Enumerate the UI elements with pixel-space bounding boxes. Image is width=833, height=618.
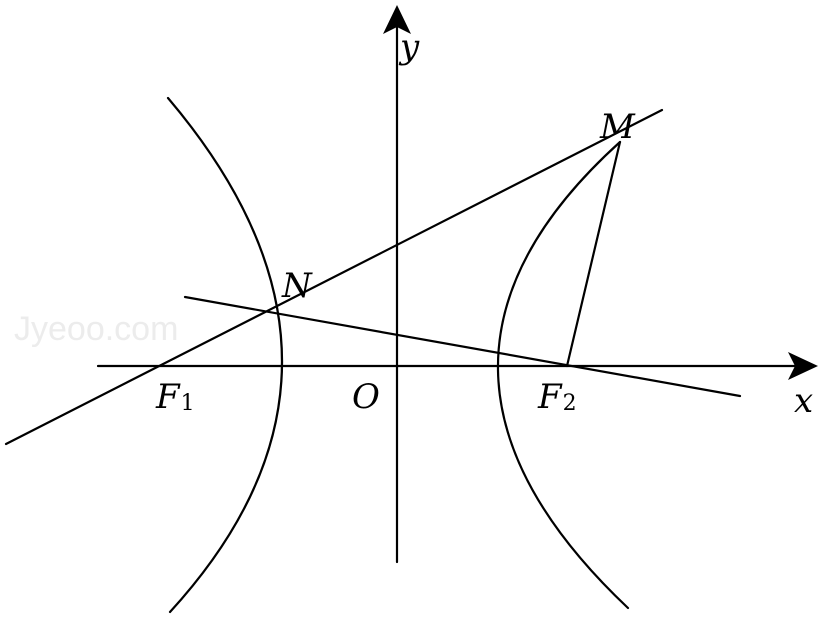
point-f1-subscript: 1	[181, 391, 195, 416]
y-axis-arrow-icon	[383, 5, 411, 34]
point-n-label: N	[281, 266, 313, 306]
origin-label: O	[352, 377, 380, 417]
hyperbola-left-branch	[166, 96, 284, 614]
line-n-f2	[183, 295, 742, 398]
x-axis-arrow-icon	[788, 352, 818, 380]
point-f2-label: F2	[537, 377, 577, 417]
y-axis-label: y	[398, 27, 420, 67]
watermark-text: Jyeoo.com	[14, 310, 178, 348]
line-f1-n-m	[4, 108, 664, 446]
point-f2-subscript: 2	[563, 391, 577, 416]
point-f1-letter: F	[155, 377, 181, 417]
hyperbola-right-branch	[496, 140, 630, 610]
x-axis-label: x	[794, 381, 813, 421]
point-m-label: M	[599, 107, 636, 147]
point-f2-letter: F	[537, 377, 563, 417]
point-f1-label: F1	[155, 377, 195, 417]
segment-m-f2	[565, 140, 622, 368]
